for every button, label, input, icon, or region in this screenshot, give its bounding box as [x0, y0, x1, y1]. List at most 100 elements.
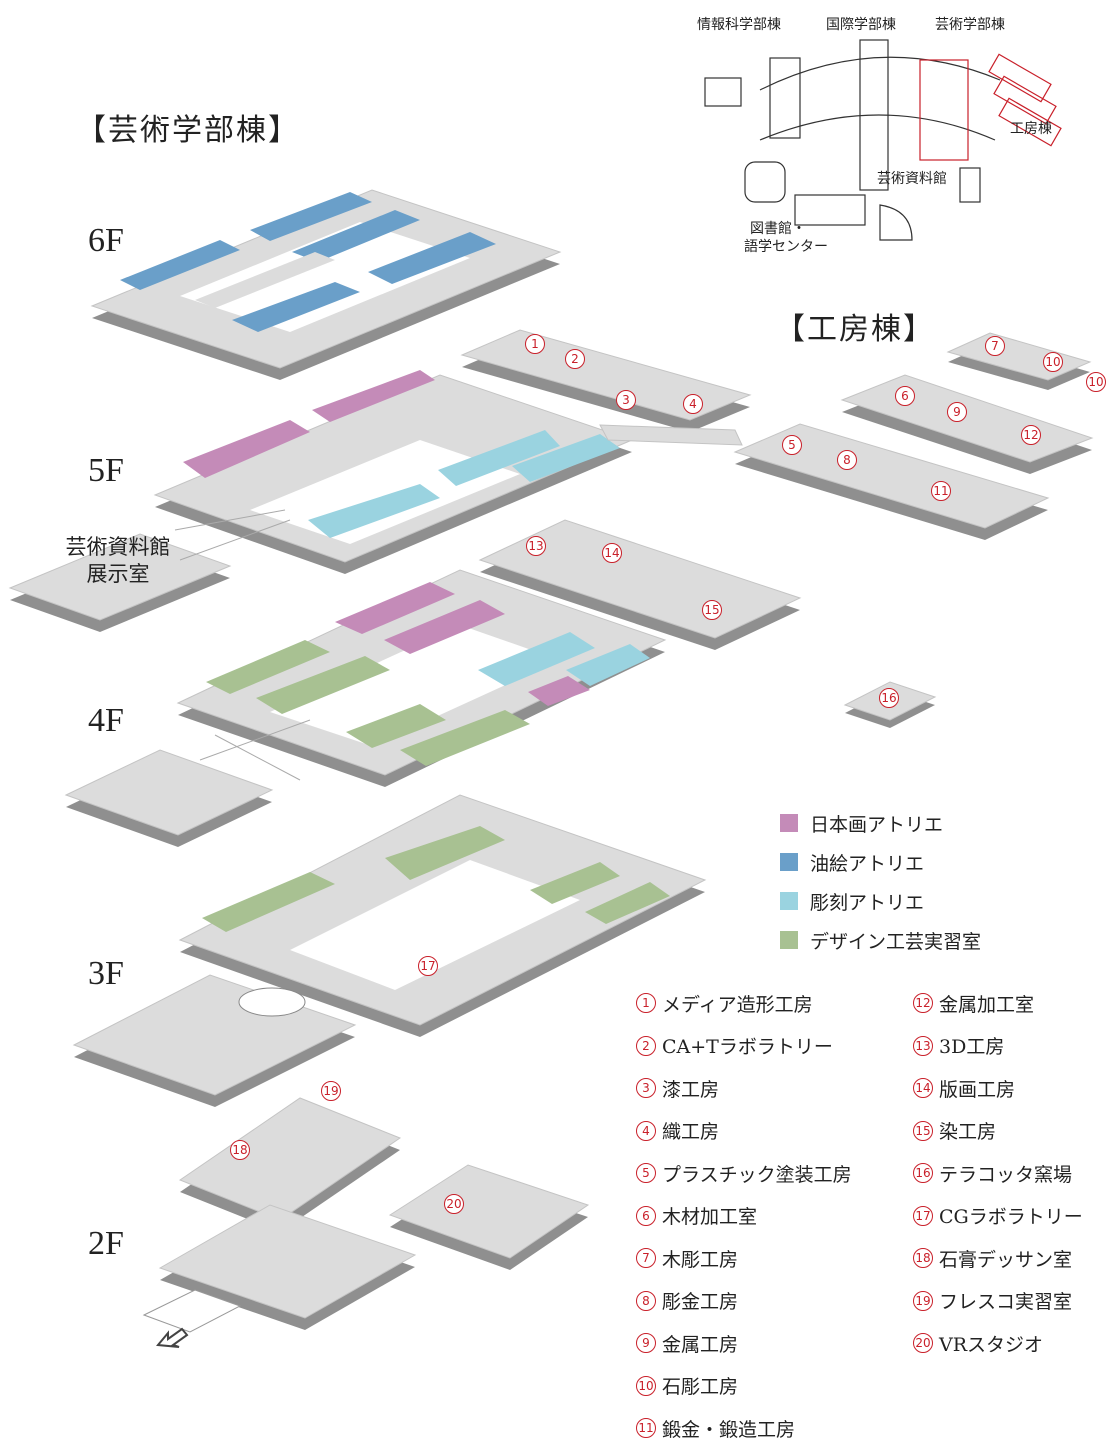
design-room-3f-1	[202, 872, 335, 932]
map-marker-15: 15	[702, 600, 722, 620]
oil-atelier-6f-2	[250, 192, 372, 241]
map-marker-16: 16	[879, 688, 899, 708]
room-name: 染工房	[939, 1121, 997, 1143]
legend-item-design-room: デザイン工芸実習室	[780, 925, 981, 955]
floor-label-2f: 2F	[88, 1225, 124, 1262]
campus-label-international: 国際学部棟	[826, 17, 896, 33]
room-number-badge: 8	[636, 1290, 656, 1311]
floor-2f-plan	[142, 1097, 590, 1348]
room-name: テラコッタ窯場	[939, 1163, 1073, 1186]
map-marker-12: 12	[1021, 425, 1041, 445]
room-list-item: 16 テラコッタ窯場	[913, 1158, 1083, 1188]
sculpture-atelier-5f-1	[438, 430, 560, 486]
oil-atelier-6f-3	[292, 210, 420, 262]
room-number-badge: 3	[636, 1078, 656, 1098]
exhibit-room-label: 芸術資料館 展示室	[48, 534, 188, 588]
room-name: CA+Tラボラトリー	[662, 1036, 833, 1058]
map-marker-10: 10	[1043, 352, 1063, 372]
room-number-badge: 16	[913, 1163, 933, 1183]
floor-label-5f: 5F	[88, 452, 124, 489]
map-marker-1: 1	[525, 334, 545, 354]
color-legend: 日本画アトリエ 油絵アトリエ 彫刻アトリエ デザイン工芸実習室	[780, 808, 981, 955]
design-room-4f-2	[256, 656, 390, 714]
room-number-badge: 17	[913, 1205, 933, 1226]
map-marker-18: 18	[230, 1140, 250, 1160]
floor-label-6f: 6F	[88, 222, 124, 259]
room-list-item: 6 木材加工室	[636, 1201, 852, 1231]
exhibit-label-line2: 展示室	[86, 562, 150, 586]
design-room-4f-4	[400, 710, 530, 766]
room-number-badge: 10	[636, 1375, 656, 1396]
room-name: 木彫工房	[662, 1248, 739, 1271]
legend-swatch	[780, 814, 798, 832]
workshop-building-title: 【工房棟】	[775, 312, 935, 347]
floor-label-4f: 4F	[88, 702, 124, 739]
room-name: 鍛金・鍛造工房	[662, 1418, 796, 1441]
room-name: 金属加工室	[939, 993, 1035, 1016]
room-number-badge: 5	[636, 1163, 656, 1183]
map-marker-4: 4	[683, 394, 703, 414]
room-number-badge: 19	[913, 1290, 933, 1311]
room-number-badge: 6	[636, 1205, 656, 1226]
room-number-badge: 18	[913, 1248, 933, 1268]
room-number-badge: 11	[636, 1418, 656, 1438]
oil-atelier-6f-1	[120, 240, 240, 290]
room-name: VRスタジオ	[939, 1333, 1044, 1356]
floor-4f-plan	[64, 519, 937, 847]
floor-6f-plan	[90, 189, 562, 380]
map-marker-3: 3	[616, 390, 636, 410]
campus-label-informatics: 情報科学部棟	[697, 17, 781, 33]
legend-item-oil-atelier: 油絵アトリエ	[780, 847, 981, 877]
floor-3f-plan	[72, 794, 707, 1107]
room-number-badge: 20	[913, 1333, 933, 1353]
map-marker-2: 2	[565, 349, 585, 369]
sculpture-atelier-5f-3	[308, 484, 440, 538]
room-name: CGラボラトリー	[939, 1206, 1083, 1228]
oil-atelier-6f-5	[368, 232, 496, 284]
sculpture-atelier-5f-2	[512, 434, 620, 482]
legend-label: 彫刻アトリエ	[810, 891, 925, 914]
legend-item-japanese-atelier: 日本画アトリエ	[780, 808, 981, 838]
campus-label-art: 芸術学部棟	[935, 17, 1005, 33]
exhibit-label-line1: 芸術資料館	[65, 535, 171, 559]
campus-key-map	[704, 39, 1062, 241]
design-room-3f-4	[585, 882, 670, 924]
japanese-atelier-5f-1	[183, 420, 310, 478]
design-room-3f-3	[530, 862, 620, 904]
room-number-badge: 7	[636, 1248, 656, 1268]
room-list-item: 17 CGラボラトリー	[913, 1201, 1083, 1231]
room-name: 石膏デッサン室	[939, 1248, 1073, 1271]
room-list-item: 11 鍛金・鍛造工房	[636, 1413, 852, 1443]
room-name: 3D工房	[939, 1036, 1005, 1058]
sculpture-atelier-4f-1	[478, 632, 595, 686]
room-name: 金属工房	[662, 1333, 739, 1356]
map-marker-6: 6	[895, 386, 915, 406]
oil-atelier-6f-4	[232, 282, 360, 332]
map-marker-10-b: 10	[1086, 372, 1106, 392]
room-list-item: 12 金属加工室	[913, 988, 1083, 1018]
room-number-badge: 12	[913, 993, 933, 1013]
room-list-item: 20 VRスタジオ	[913, 1328, 1083, 1358]
legend-swatch	[780, 853, 798, 871]
japanese-atelier-4f-1	[335, 582, 455, 634]
map-marker-9: 9	[947, 402, 967, 422]
room-name: 石彫工房	[662, 1376, 739, 1398]
room-number-badge: 1	[636, 993, 656, 1013]
room-name: 木材加工室	[662, 1206, 758, 1228]
campus-label-workshop: 工房棟	[1010, 121, 1052, 137]
room-name: 織工房	[662, 1121, 720, 1143]
design-room-3f-2	[385, 826, 505, 880]
map-marker-11: 11	[931, 481, 951, 501]
room-number-badge: 14	[913, 1078, 933, 1098]
japanese-atelier-5f-2	[312, 370, 435, 422]
design-room-4f-3	[346, 704, 446, 748]
campus-label-archive: 芸術資料館	[877, 171, 947, 187]
